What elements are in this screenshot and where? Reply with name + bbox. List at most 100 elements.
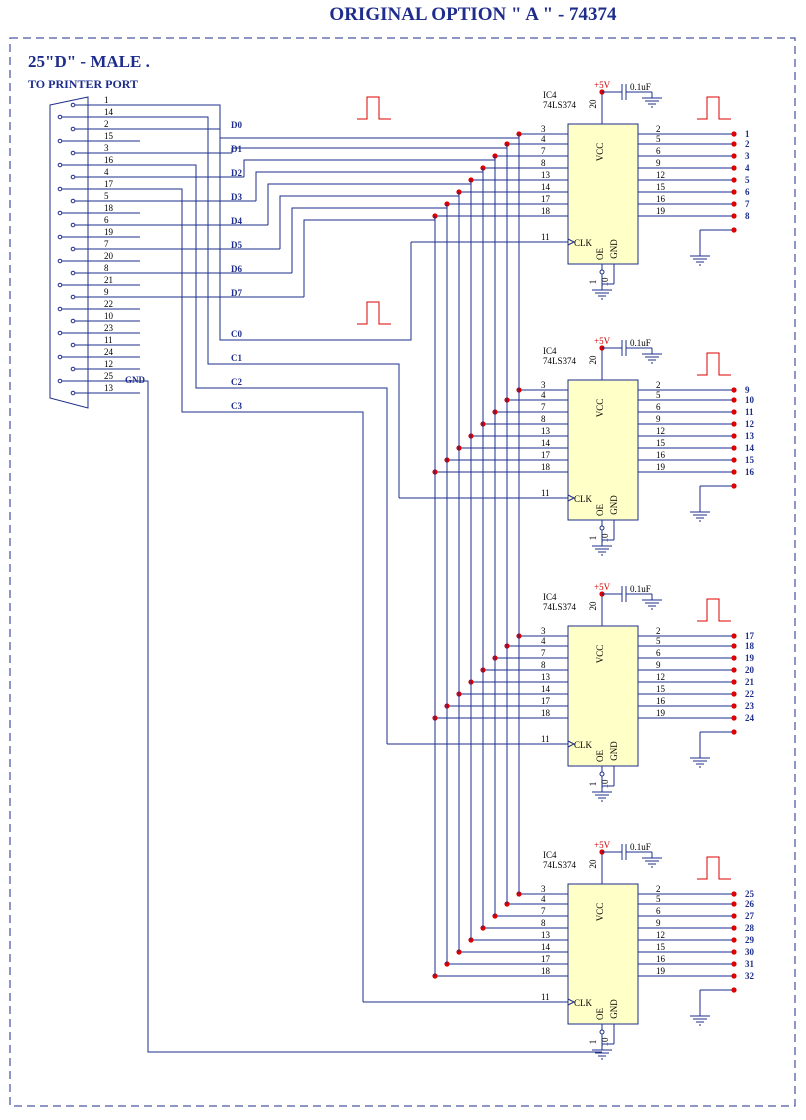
connector-pin-socket: [70, 150, 76, 156]
connector-pin-number: 10: [104, 311, 114, 321]
chip-oe-label: OE: [595, 750, 605, 762]
chip-clk-label: CLK: [574, 740, 593, 750]
data-line-route: [303, 219, 435, 297]
connector-pin-socket: [70, 342, 76, 348]
output-number: 29: [745, 935, 755, 945]
connector-pin-number: 14: [104, 107, 114, 117]
chip-input-pin-number: 3: [541, 124, 546, 134]
oe-inversion-bubble: [599, 771, 605, 777]
data-line-label: D3: [231, 192, 242, 202]
junction-dot: [731, 925, 737, 931]
data-line-route: [291, 207, 447, 273]
chip-gnd-label: GND: [609, 239, 619, 259]
chip-clk-label: CLK: [574, 238, 593, 248]
chip-output-pin-number: 2: [656, 124, 661, 134]
data-line-label: D1: [231, 144, 242, 154]
connector-pin-socket: [57, 354, 63, 360]
data-line-route: [219, 129, 519, 139]
chip-input-pin-number: 4: [541, 636, 546, 646]
chip-clk-pin-number: 11: [541, 488, 550, 498]
output-number: 4: [745, 163, 750, 173]
output-number: 28: [745, 923, 755, 933]
connector-pin-number: 2: [104, 119, 109, 129]
chip-body: [567, 123, 639, 265]
connector-pin-socket: [57, 162, 63, 168]
output-number: 24: [745, 713, 755, 723]
chip-input-pin-number: 7: [541, 146, 546, 156]
chip-vcc-label: VCC: [595, 399, 605, 418]
connector-pin-number: 7: [104, 239, 109, 249]
cap-value-label: 0.1uF: [630, 82, 651, 92]
chip-vcc-pin-number: 20: [588, 355, 598, 365]
chip-gnd-label: GND: [609, 999, 619, 1019]
data-line-label: D0: [231, 120, 242, 130]
connector-pin-socket: [70, 270, 76, 276]
chip-output-pin-number: 12: [656, 170, 665, 180]
chip-output-pin-number: 9: [656, 158, 661, 168]
junction-dot: [731, 409, 737, 415]
chip-vcc-label: VCC: [595, 143, 605, 162]
control-line-route: [140, 104, 412, 341]
junction-dot: [731, 177, 737, 183]
output-number: 8: [745, 211, 750, 221]
connector-pin-socket: [70, 366, 76, 372]
chip-output-pin-number: 19: [656, 966, 666, 976]
connector-pin-socket: [57, 330, 63, 336]
data-line-label: D4: [231, 216, 242, 226]
junction-dot: [731, 973, 737, 979]
chip-gnd-pin-number: 10: [600, 779, 610, 789]
control-line-route: [140, 188, 364, 1002]
supply-label: +5V: [594, 582, 611, 592]
connector-pin-number: 11: [104, 335, 113, 345]
output-number: 17: [745, 631, 755, 641]
junction-dot: [731, 457, 737, 463]
chip-output-pin-number: 15: [656, 942, 666, 952]
connector-pin-number: 6: [104, 215, 109, 225]
chip-input-pin-number: 8: [541, 158, 546, 168]
data-line-label: D7: [231, 288, 242, 298]
chip-output-pin-number: 5: [656, 636, 661, 646]
chip-gnd-label: GND: [609, 495, 619, 515]
junction-dot: [731, 655, 737, 661]
frame-border: [9, 37, 796, 1107]
chip-vcc-label: VCC: [595, 645, 605, 664]
supply-label: +5V: [594, 336, 611, 346]
page-title: ORIGINAL OPTION " A " - 74374: [329, 4, 617, 25]
chip-part-number: 74LS374: [543, 356, 577, 366]
supply-label: +5V: [594, 80, 611, 90]
junction-dot: [731, 937, 737, 943]
chip-oe-label: OE: [595, 1008, 605, 1020]
chip-gnd-pin-number: 10: [600, 277, 610, 287]
chip-oe-pin-number: 1: [588, 782, 598, 787]
junction-dot: [731, 667, 737, 673]
chip-input-pin-number: 14: [541, 182, 551, 192]
output-number: 31: [745, 959, 755, 969]
output-number: 2: [745, 139, 750, 149]
output-number: 18: [745, 641, 755, 651]
junction-dot: [731, 679, 737, 685]
connector-pin-socket: [57, 234, 63, 240]
chip-input-pin-number: 3: [541, 626, 546, 636]
chip-output-pin-number: 19: [656, 206, 666, 216]
chip-output-pin-number: 19: [656, 708, 666, 718]
chip-output-pin-number: 15: [656, 182, 666, 192]
chip-output-pin-number: 12: [656, 426, 665, 436]
chip-input-pin-number: 7: [541, 906, 546, 916]
connector-pin-socket: [57, 186, 63, 192]
junction-dot: [731, 891, 737, 897]
control-line-label: C2: [231, 377, 242, 387]
connector-pin-number: 9: [104, 287, 109, 297]
chip-clk-pin-number: 11: [541, 734, 550, 744]
control-line-route: [140, 164, 388, 744]
junction-dot: [731, 987, 737, 993]
chip-output-pin-number: 5: [656, 390, 661, 400]
junction-dot: [731, 387, 737, 393]
supply-label: +5V: [594, 840, 611, 850]
junction-dot: [731, 397, 737, 403]
connector-pin-number: 1: [104, 95, 109, 105]
chip-input-pin-number: 18: [541, 708, 551, 718]
connector-pin-socket: [57, 210, 63, 216]
connector-pin-number: 3: [104, 143, 109, 153]
chip-output-pin-number: 19: [656, 462, 666, 472]
output-number: 16: [745, 467, 755, 477]
